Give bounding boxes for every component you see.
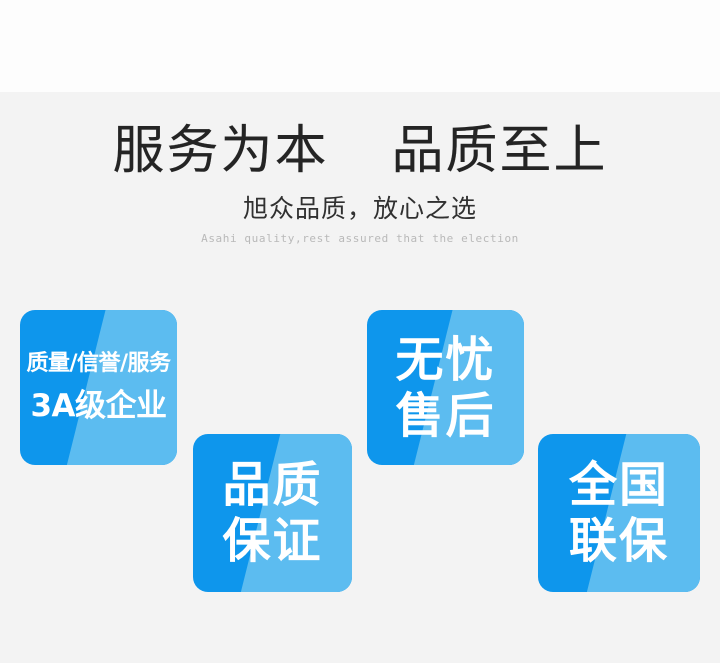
badge-line-top: 质量/信誉/服务 (26, 350, 171, 376)
badge-worry-free-after-sales: 无忧 售后 (367, 310, 524, 465)
badge-line-bottom: 售后 (395, 387, 496, 444)
badge-line-bottom: 保证 (222, 513, 323, 569)
badge-quality-guarantee: 品质 保证 (193, 434, 352, 592)
badge-line-top: 品质 (222, 457, 323, 513)
badge-line-top: 全国 (568, 457, 669, 513)
badge-text-group: 质量/信誉/服务 3A级企业 (20, 310, 177, 465)
page-title-right: 品质至上 (391, 121, 608, 181)
subtitle-english: Asahi quality,rest assured that the elec… (201, 232, 519, 245)
badge-line-top: 无忧 (395, 331, 496, 388)
badge-line-bottom: 3A级企业 (30, 387, 167, 424)
badge-text-group: 品质 保证 (193, 434, 352, 592)
badge-text-group: 全国 联保 (538, 434, 700, 592)
badge-nationwide-warranty: 全国 联保 (538, 434, 700, 592)
page-title: 服务为本 品质至上 (0, 122, 720, 180)
heading-block: 服务为本 品质至上 旭众品质，放心之选 Asahi quality,rest a… (0, 122, 720, 246)
badge-line-bottom: 联保 (568, 513, 669, 569)
badge-quality-credit-service: 质量/信誉/服务 3A级企业 (20, 310, 177, 465)
page-title-left: 服务为本 (112, 121, 329, 181)
subtitle-chinese: 旭众品质，放心之选 (242, 194, 477, 223)
top-white-band (0, 0, 720, 92)
badge-text-group: 无忧 售后 (367, 310, 524, 465)
